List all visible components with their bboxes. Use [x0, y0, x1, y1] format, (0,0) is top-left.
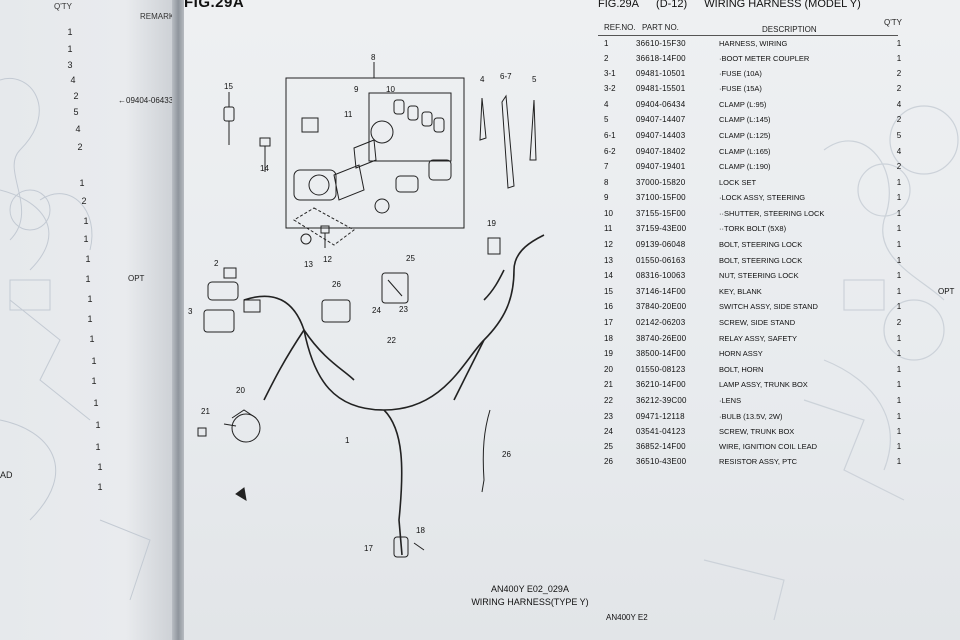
callout-label: 18: [416, 526, 425, 535]
callout-label: 21: [201, 407, 210, 416]
meter-coupler-shape: [203, 267, 261, 333]
table-header-rule: [598, 35, 898, 36]
left-qty-value: 1: [79, 178, 85, 188]
left-qty-value: 1: [83, 216, 89, 226]
horn-bolt-shape: [197, 427, 207, 437]
left-qty-value: 1: [91, 356, 97, 366]
harness-main-shape: [243, 234, 545, 556]
table-fig-ref: FIG.29A: [598, 0, 639, 10]
callout-label: 25: [406, 254, 415, 263]
callout-label: 11: [344, 110, 353, 119]
callout-label: 14: [260, 164, 269, 173]
front-arrow-icon: [235, 487, 247, 501]
callout-label: 26: [332, 280, 341, 289]
left-qty-value: 1: [93, 398, 99, 408]
table-code: (D-12): [656, 0, 688, 10]
callout-label: 26: [502, 450, 511, 459]
callout-label: 8: [371, 53, 376, 62]
figure-caption-code: AN400Y E02_029A: [491, 584, 569, 594]
parts-table-title: FIG.29A (D-12) WIRING HARNESS (MODEL Y): [598, 0, 861, 10]
left-qty-value: 4: [70, 75, 76, 85]
left-qty-value: 1: [67, 44, 73, 54]
right-page: FIG.29A: [184, 0, 960, 640]
table-title: WIRING HARNESS (MODEL Y): [704, 0, 861, 10]
page-footer-model: AN400Y E2: [606, 613, 648, 622]
resistor-shape: [321, 299, 351, 323]
callout-label: 20: [236, 386, 245, 395]
left-qty-value: 1: [67, 27, 73, 37]
callout-label: 13: [304, 260, 313, 269]
key-blank-shape: [223, 106, 235, 145]
figure-title: FIG.29A: [184, 0, 245, 11]
callout-label: 19: [487, 219, 496, 228]
callout-label: 24: [372, 306, 381, 315]
left-qty-value: 4: [75, 124, 81, 134]
figure-caption-name: WIRING HARNESS(TYPE Y): [471, 597, 589, 607]
left-qty-value: 1: [87, 314, 93, 324]
bolt-shape: [320, 225, 330, 234]
left-qty-value: 3: [67, 60, 73, 70]
left-remark-ref: ←09404-06433: [118, 96, 174, 105]
callout-label: 17: [364, 544, 373, 553]
wiring-harness-diagram: 8 9 10 11 15 14 13 12 4 6-7 5 19 2 3 26 …: [188, 53, 545, 558]
col-part-header: PART NO.: [642, 23, 679, 32]
steering-lock-assy-shape: [293, 99, 452, 246]
right-page-ghost-drawing: [703, 105, 959, 621]
nut-shape: [300, 233, 312, 245]
col-qty-header: Q'TY: [884, 18, 902, 27]
left-qty-value: 5: [73, 107, 79, 117]
left-qty-value: 1: [97, 482, 103, 492]
left-page: Q'TY REMARKS 1 1 3 4 2 5 4 2 1 2 1 1 1 1…: [0, 0, 180, 640]
left-page-ghost-drawing: [0, 78, 151, 601]
bolt-shape: [259, 137, 271, 160]
callout-label: 4: [480, 75, 485, 84]
ignition-lead-shape: [481, 409, 491, 493]
left-qty-value: 1: [95, 420, 101, 430]
callout-label: 10: [386, 85, 395, 94]
left-qty-value: 1: [91, 376, 97, 386]
left-qty-value: 1: [95, 442, 101, 452]
callout-label: 22: [387, 336, 396, 345]
col-ref-header: REF.NO.: [604, 23, 636, 32]
lock-set-frame: [285, 77, 465, 229]
left-qty-value: 1: [85, 254, 91, 264]
left-qty-value: 1: [87, 294, 93, 304]
callout-label: 23: [399, 305, 408, 314]
left-qty-value: 2: [77, 142, 83, 152]
left-qty-value: 1: [97, 462, 103, 472]
callout-label: 9: [354, 85, 359, 94]
left-fragment-text: AD: [0, 470, 13, 480]
callout-label: 15: [224, 82, 233, 91]
trunk-lamp-shape: [381, 272, 409, 304]
left-remark-opt: OPT: [128, 274, 145, 283]
clamp-shape: [529, 99, 537, 161]
clamp-shape: [479, 97, 487, 141]
callout-label: 2: [214, 259, 219, 268]
lock-shutter-frame: [368, 92, 452, 162]
callout-label: 6-7: [500, 72, 512, 81]
left-qty-value: 1: [89, 334, 95, 344]
horn-shape: [223, 409, 261, 443]
side-stand-switch-shape: [393, 536, 425, 558]
col-desc-header: DESCRIPTION: [762, 25, 817, 34]
left-qty-value: 2: [73, 91, 79, 101]
callout-label: 5: [532, 75, 537, 84]
callout-label: 1: [345, 436, 350, 445]
callout-label: 12: [323, 255, 332, 264]
left-qty-value: 1: [85, 274, 91, 284]
left-qty-header: Q'TY: [54, 2, 72, 11]
callout-label: 3: [188, 307, 193, 316]
left-qty-value: 1: [83, 234, 89, 244]
left-qty-value: 2: [81, 196, 87, 206]
clamp-shape: [501, 94, 515, 189]
book-gutter: [172, 0, 186, 640]
left-remarks-header: REMARKS: [140, 12, 180, 21]
relay-shape: [487, 237, 501, 255]
